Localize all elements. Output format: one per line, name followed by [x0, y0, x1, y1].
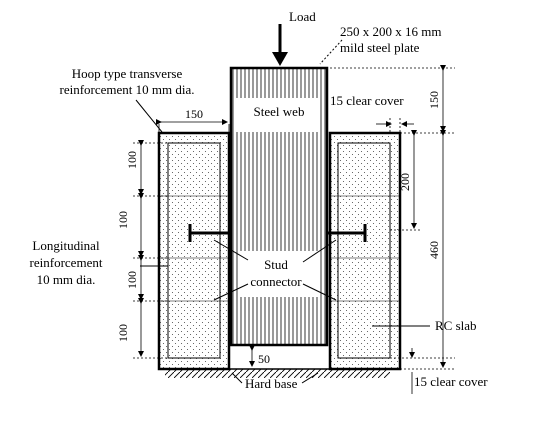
plate-label-line1: 250 x 200 x 16 mm	[340, 24, 441, 39]
stud-connectors	[188, 224, 367, 242]
cover-bottom-label: 15 clear cover	[414, 374, 488, 389]
longitudinal-label-line3: 10 mm dia.	[37, 272, 96, 287]
dim-label-spacing-2: 100	[116, 211, 130, 229]
load-label: Load	[289, 9, 316, 24]
dim-slab-width: 150	[156, 107, 230, 132]
dim-label-spacing-4: 100	[116, 324, 130, 342]
steel-web-label: Steel web	[254, 104, 305, 119]
leader-lines	[135, 39, 430, 384]
load-arrow	[272, 24, 288, 66]
hoop-label-line2: reinforcement 10 mm dia.	[59, 82, 194, 97]
dim-label-spacing-3: 100	[125, 271, 139, 289]
hoop-label-line1: Hoop type transverse	[72, 66, 183, 81]
longitudinal-label-line1: Longitudinal	[32, 238, 100, 253]
right-rc-slab	[328, 131, 402, 371]
dim-label-slab-height: 460	[427, 241, 441, 259]
dim-label-top-extension: 150	[427, 91, 441, 109]
steel-web	[229, 66, 329, 347]
stud-label-line2: connector	[250, 274, 302, 289]
dim-label-web-gap: 50	[258, 352, 270, 366]
dim-right-vertical	[411, 65, 446, 368]
dim-label-slab-width: 150	[185, 107, 203, 121]
plate-label-line2: mild steel plate	[340, 40, 420, 55]
longitudinal-label-line2: reinforcement	[30, 255, 103, 270]
rc-slab-label: RC slab	[435, 318, 477, 333]
cover-top-label: 15 clear cover	[330, 93, 404, 108]
cover-top-arrows	[376, 118, 414, 134]
dim-label-spacing-1: 100	[125, 151, 139, 169]
stud-label-line1: Stud	[264, 257, 288, 272]
dim-label-upper-depth: 200	[398, 173, 412, 191]
dim-web-gap: 50	[249, 345, 270, 367]
left-rc-slab	[157, 131, 231, 371]
hard-base-label: Hard base	[245, 376, 298, 391]
